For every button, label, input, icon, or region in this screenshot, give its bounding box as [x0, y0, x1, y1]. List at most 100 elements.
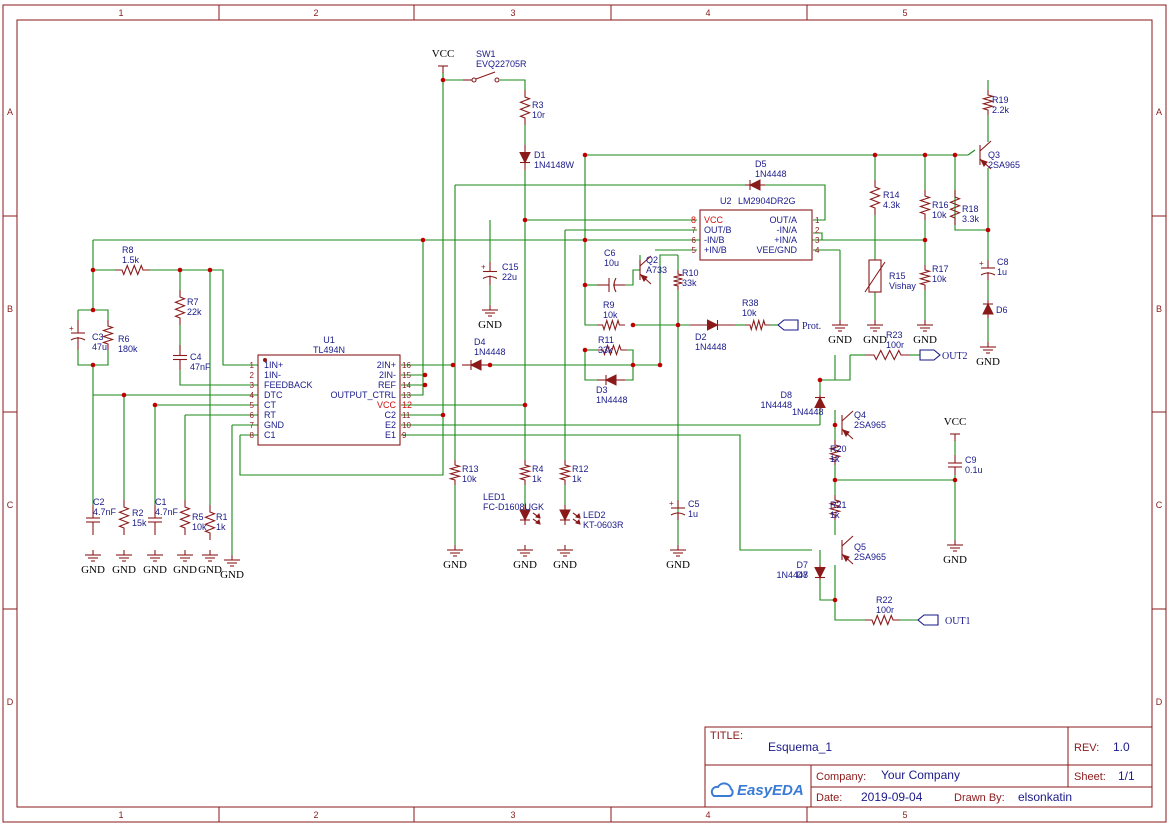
junction-dot: [487, 362, 493, 368]
vcc-label: VCC: [944, 416, 967, 428]
capacitor-ref: C3: [92, 332, 104, 342]
polarity-mark: +: [669, 499, 674, 508]
diode-value: 1N4448: [792, 407, 824, 417]
resistor-symbol: [597, 343, 627, 357]
resistor-ref: R3: [532, 100, 544, 110]
thermistor-value: Vishay: [889, 281, 916, 291]
u2-pin-name: OUT/B: [704, 225, 732, 235]
wire: [954, 155, 988, 231]
resistor-symbol: [918, 190, 932, 220]
u1-pin-name: 2IN+: [377, 360, 396, 370]
junction-dot: [952, 152, 958, 158]
ground-label: GND: [478, 319, 502, 331]
u1-pin-number: 6: [250, 411, 255, 420]
resistor-value: 100r: [876, 605, 894, 615]
transistor-ref: Q5: [854, 542, 866, 552]
diode-ref: D3: [596, 385, 608, 395]
junction-dot: [582, 282, 588, 288]
wire: [490, 254, 678, 366]
zone-column-label: 1: [118, 8, 123, 18]
u2-value: LM2904DR2G: [738, 196, 796, 206]
junction-dot: [420, 237, 426, 243]
u1-pin-number: 3: [250, 381, 255, 390]
zone-row-label: B: [7, 304, 13, 314]
switch-blade: [475, 71, 496, 80]
components: [70, 65, 996, 627]
zone-row-label: D: [1156, 697, 1163, 707]
diode-triangle: [814, 396, 826, 408]
wire: [150, 269, 258, 366]
diode-ref: D2: [695, 332, 707, 342]
u2-pin-name: +IN/A: [774, 235, 797, 245]
u1-pin-number: 12: [402, 400, 412, 410]
capacitor-plate: [670, 512, 686, 516]
u2-pin-name: -IN/B: [704, 235, 725, 245]
u1-pin-number: 10: [402, 421, 411, 430]
junction-dot: [152, 402, 158, 408]
capacitor-value: 1u: [997, 267, 1007, 277]
u1-pin-name: CT: [264, 400, 276, 410]
resistor-value: 10k: [192, 522, 207, 532]
resistor-symbol: [558, 460, 572, 485]
diode-triangle: [814, 567, 826, 579]
capacitor-plate: [980, 272, 996, 276]
u1-pin-number: 14: [402, 381, 411, 390]
transistor-arrow: [640, 274, 648, 282]
polarity-mark: +: [69, 324, 74, 333]
capacitor-plate: [70, 337, 86, 341]
junction-dot: [832, 422, 838, 428]
zone-column-label: 2: [313, 810, 318, 820]
net-port: [919, 349, 941, 361]
resistor-ref: R12: [572, 464, 589, 474]
resistor-symbol: [178, 500, 192, 535]
wire: [92, 240, 115, 271]
wire: [584, 350, 597, 381]
resistor-value: 1.5k: [122, 255, 140, 265]
wire: [179, 370, 258, 386]
wire: [625, 269, 640, 286]
capacitor-ref: C15: [502, 262, 519, 272]
capacitor-value: 10u: [604, 258, 619, 268]
u2-pin-number: 3: [815, 236, 820, 245]
u1-pin-number: 2: [250, 371, 255, 380]
resistor-ref: R1: [216, 512, 228, 522]
junction-dot: [832, 477, 838, 483]
u1-pin-name: E2: [385, 420, 396, 430]
diode-value: 1N4148W: [534, 160, 575, 170]
diode-value: 1N4448: [596, 395, 628, 405]
wire: [500, 79, 526, 90]
thermistor-body: [868, 259, 882, 293]
resistor-symbol: [918, 265, 932, 290]
ground-label: GND: [220, 569, 244, 581]
capacitor-value: 47nF: [190, 362, 211, 372]
ground-label: GND: [666, 559, 690, 571]
zone-column-label: 1: [118, 810, 123, 820]
polarity-mark: +: [979, 259, 984, 268]
resistor-ref: R8: [122, 245, 134, 255]
led-ray-arrow: [575, 513, 581, 519]
u2-pin-name: VEE/GND: [756, 245, 797, 255]
resistor-ref: R16: [932, 200, 949, 210]
zone-column-label: 4: [705, 8, 710, 18]
diode-ref: D7: [796, 570, 808, 580]
ground-label: GND: [976, 356, 1000, 368]
u2-pin-number: 5: [692, 246, 697, 255]
u1-pin-name: VCC: [377, 400, 397, 410]
transistor-ref: Q4: [854, 410, 866, 420]
junction-dot: [522, 402, 528, 408]
u1-pin-number: 9: [402, 431, 407, 440]
u1-pin-name: C2: [384, 410, 396, 420]
resistor-ref: R2: [132, 508, 144, 518]
diode-triangle: [707, 319, 719, 331]
resistor-ref: R5: [192, 512, 204, 522]
resistor-symbol: [865, 613, 900, 627]
title-label: TITLE:: [710, 730, 743, 742]
resistor-ref: R7: [187, 297, 199, 307]
junction-dot: [422, 372, 428, 378]
zone-row-label: B: [1156, 304, 1162, 314]
junction-dot: [952, 477, 958, 483]
thermistor-slash: [864, 261, 886, 293]
